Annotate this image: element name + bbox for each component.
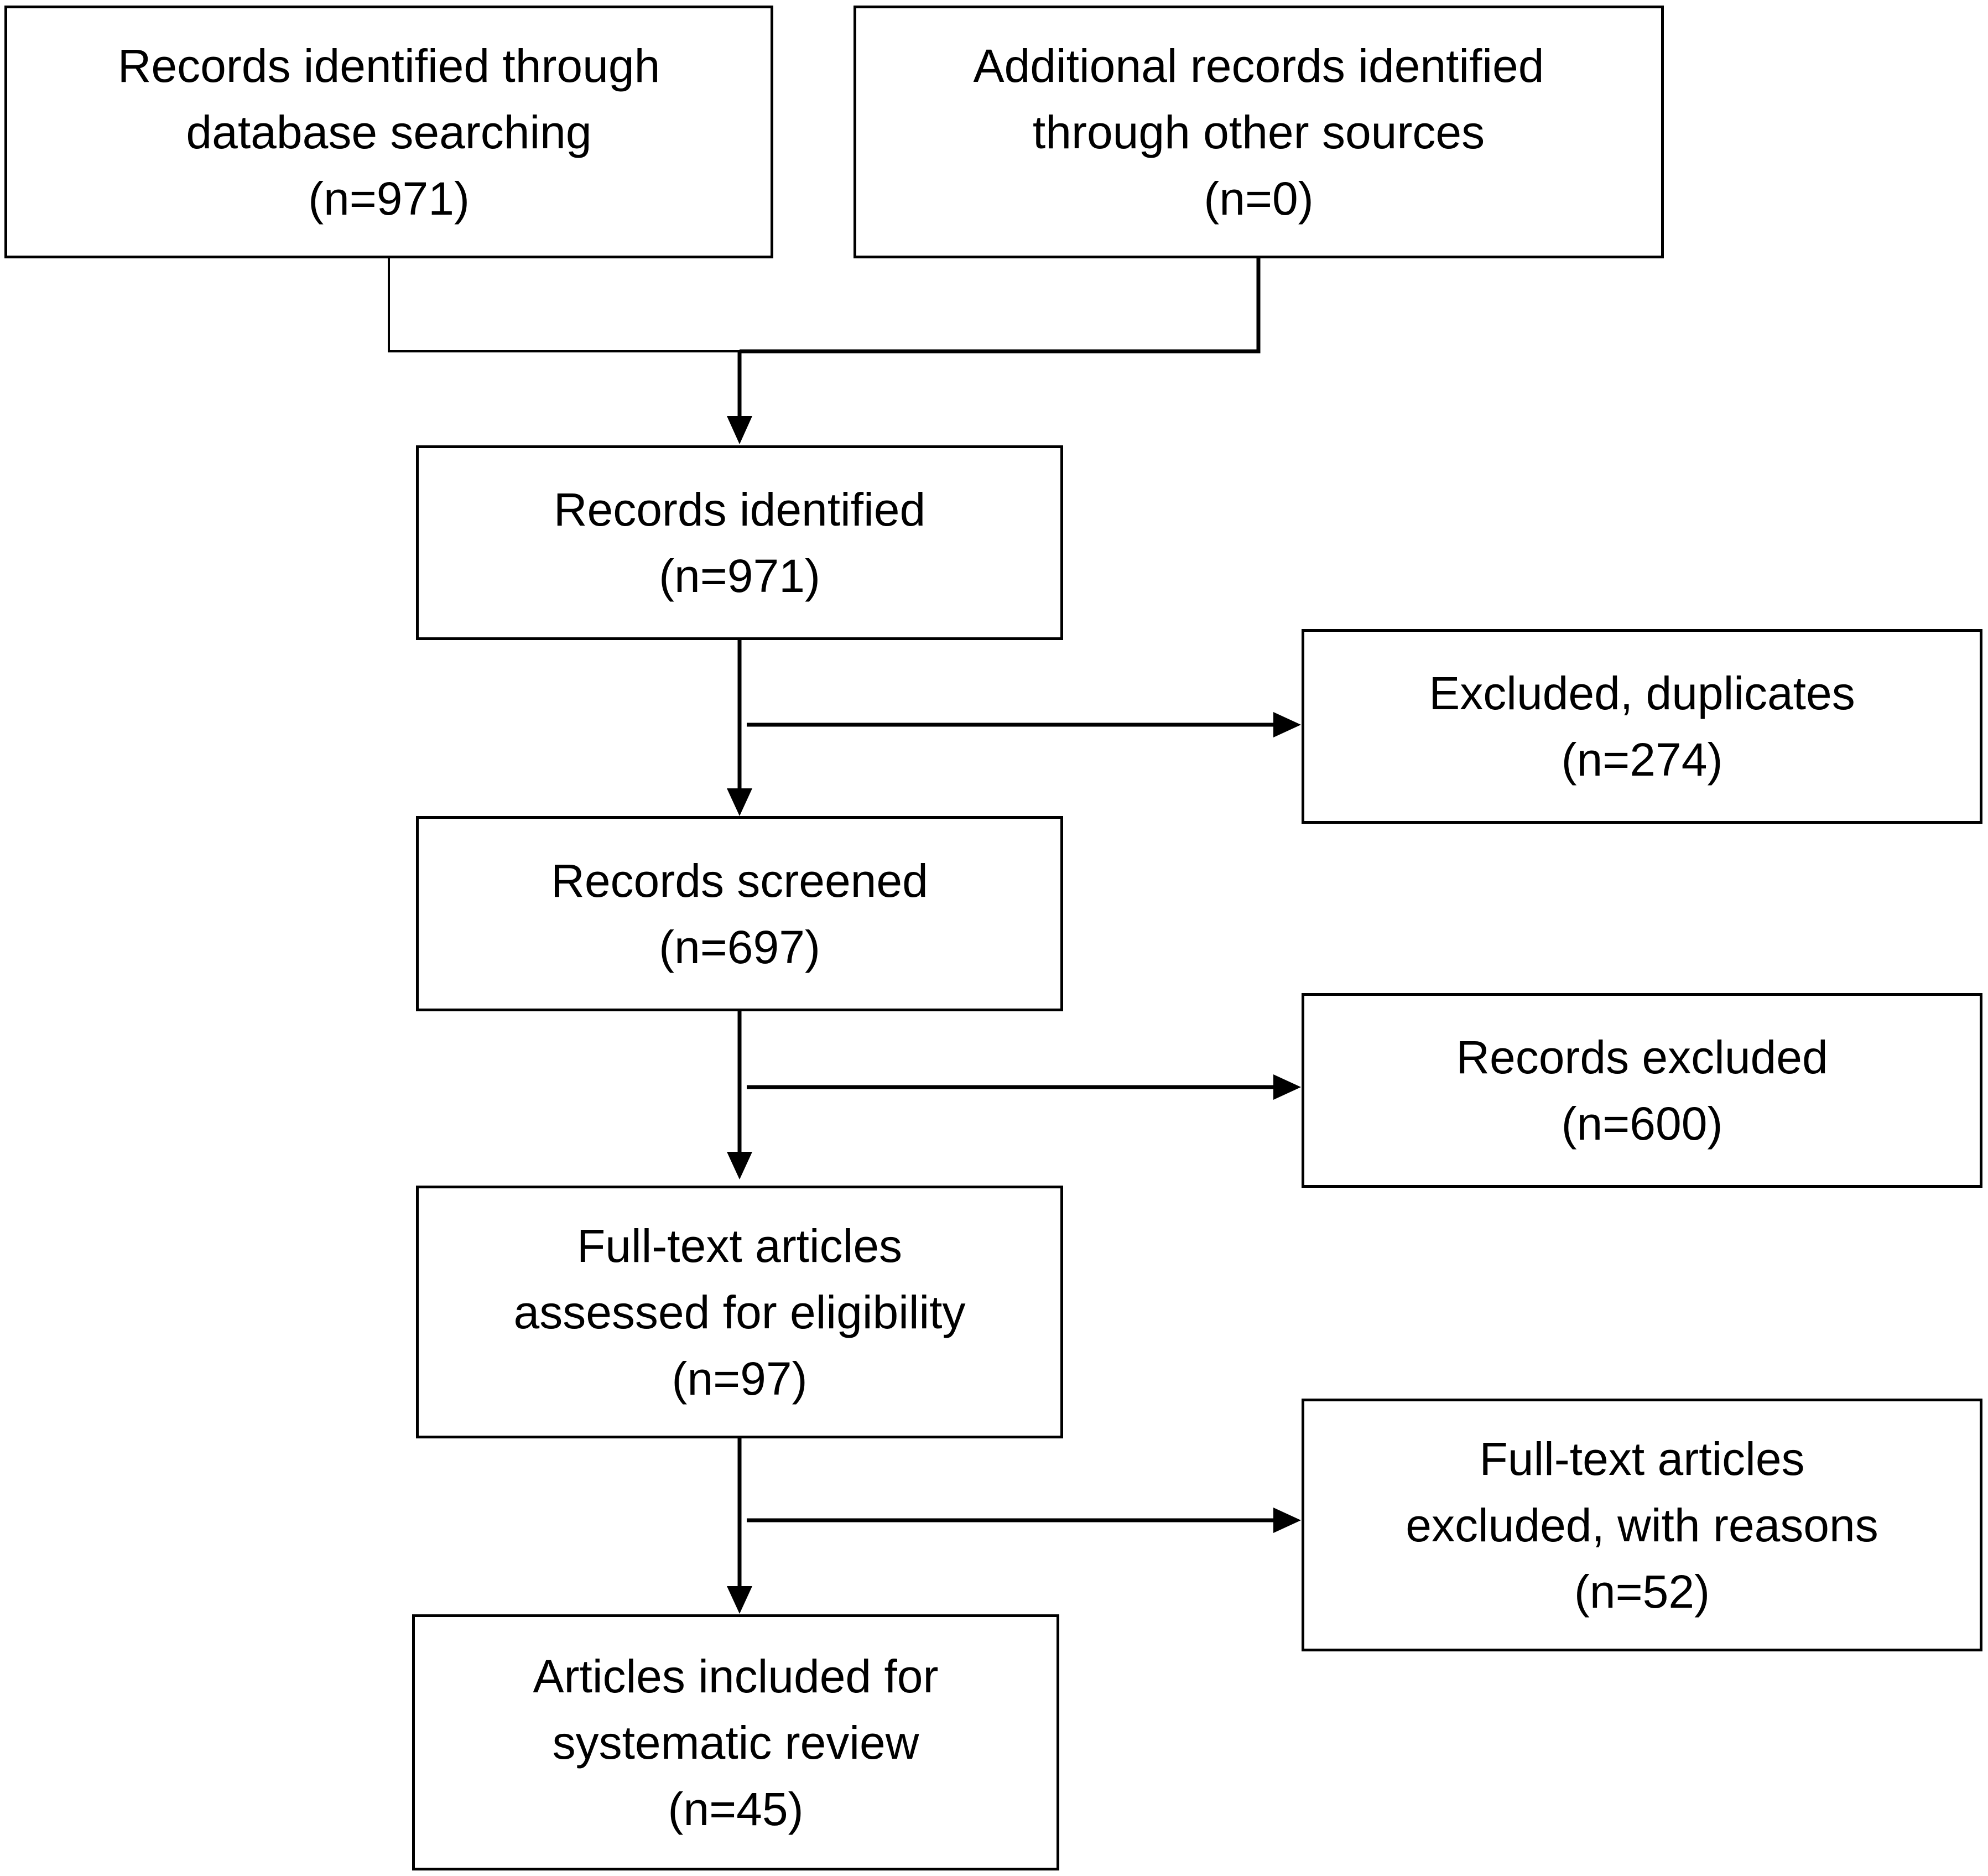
box-count: (n=697) xyxy=(659,921,820,973)
box-count: (n=45) xyxy=(668,1783,804,1835)
arrowhead-to-fulltext xyxy=(727,1152,752,1179)
box-count: (n=274) xyxy=(1561,734,1723,786)
box-records-screened: Records screened (n=697) xyxy=(416,816,1063,1011)
arrowhead-to-screened xyxy=(727,788,752,816)
box-label: Full-text articles xyxy=(576,1219,903,1272)
box-label: through other sources xyxy=(1032,106,1485,158)
box-count: (n=971) xyxy=(659,550,820,602)
box-label: excluded, with reasons xyxy=(1406,1499,1878,1551)
box-label: Records identified through xyxy=(117,39,660,92)
box-excluded-duplicates: Excluded, duplicates (n=274) xyxy=(1302,629,1982,824)
box-database-searching: Records identified through database sear… xyxy=(4,6,773,258)
box-fulltext-excluded: Full-text articles excluded, with reason… xyxy=(1302,1399,1982,1651)
arrowhead-to-duplicates xyxy=(1273,712,1301,737)
box-count: (n=0) xyxy=(1204,172,1314,225)
box-records-identified: Records identified (n=971) xyxy=(416,445,1063,640)
arrowhead-to-included xyxy=(727,1586,752,1614)
box-label: Records screened xyxy=(551,854,928,907)
box-label: Articles included for xyxy=(533,1650,939,1702)
box-count: (n=52) xyxy=(1574,1565,1710,1618)
arrowhead-to-fulltext-excluded xyxy=(1273,1508,1301,1533)
box-count: (n=600) xyxy=(1561,1098,1723,1150)
box-label: systematic review xyxy=(552,1716,919,1769)
arrowhead-to-identified xyxy=(727,416,752,444)
box-label: Records identified xyxy=(553,484,926,536)
box-count: (n=971) xyxy=(308,172,470,225)
box-label: Excluded, duplicates xyxy=(1429,667,1855,719)
connector-database-merge xyxy=(388,257,740,352)
box-count: (n=97) xyxy=(672,1352,808,1405)
connector-other-sources-merge xyxy=(740,257,1261,354)
box-label: assessed for eligibility xyxy=(513,1286,966,1338)
arrowhead-to-excluded xyxy=(1273,1074,1301,1100)
box-label: Additional records identified xyxy=(973,39,1544,92)
box-other-sources: Additional records identified through ot… xyxy=(854,6,1664,258)
box-articles-included: Articles included for systematic review … xyxy=(412,1614,1059,1870)
box-label: database searching xyxy=(186,106,592,158)
box-label: Records excluded xyxy=(1456,1031,1828,1083)
box-fulltext-assessed: Full-text articles assessed for eligibil… xyxy=(416,1186,1063,1438)
box-label: Full-text articles xyxy=(1479,1432,1805,1485)
box-records-excluded: Records excluded (n=600) xyxy=(1302,993,1982,1188)
